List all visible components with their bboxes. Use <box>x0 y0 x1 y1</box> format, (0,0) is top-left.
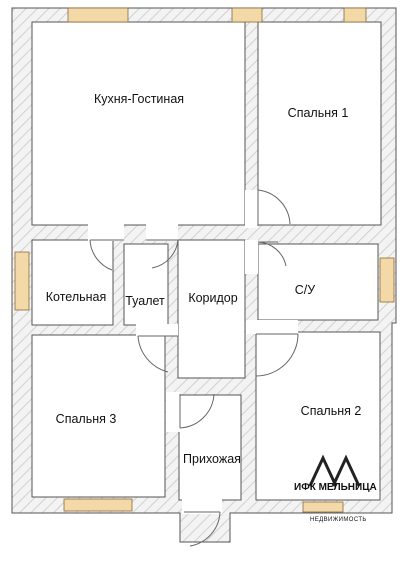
window-top-right <box>231 7 263 23</box>
room-label-bedroom-2: Спальня 2 <box>300 404 362 418</box>
room-label-kitchen: Кухня-Гостиная <box>93 92 185 106</box>
door-swings <box>89 189 299 547</box>
room-label-toilet: Туалет <box>125 294 165 308</box>
room-label-corridor: Коридор <box>188 291 238 305</box>
room-label-bedroom-3: Спальня 3 <box>55 412 117 426</box>
window-bottom-right <box>302 501 344 513</box>
room-label-hallway: Прихожая <box>183 452 241 466</box>
window-bottom-left <box>63 498 133 512</box>
logo-tagline: НЕДВИЖИМОСТЬ <box>310 517 367 523</box>
logo-mark <box>308 454 361 487</box>
room-label-bathroom: С/У <box>294 283 316 297</box>
door-openings <box>88 190 298 514</box>
room-label-bedroom-1: Спальня 1 <box>287 106 349 120</box>
window-right-bath <box>379 257 395 303</box>
logo-name: ИФК МЕЛЬНИЦА <box>294 482 377 493</box>
room-label-boiler: Котельная <box>45 290 107 304</box>
windows <box>14 7 395 513</box>
window-left-boiler <box>14 251 30 311</box>
window-top-left <box>67 7 129 23</box>
window-top-far-right <box>343 7 367 23</box>
